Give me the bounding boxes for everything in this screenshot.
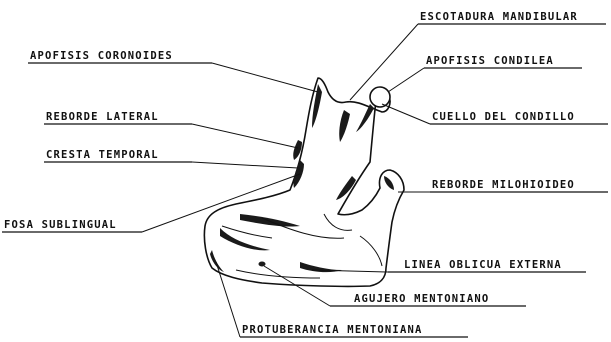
leader-apofisis-condilea [388,68,424,92]
leader-apofisis-coronoides [212,63,318,92]
leader-reborde-lateral [192,124,298,148]
label-reborde-lateral: REBORDE LATERAL [46,111,159,123]
label-reborde-milohioideo: REBORDE MILOHIOIDEO [432,179,575,191]
label-apofisis-coronoides: APOFISIS CORONOIDES [30,50,173,62]
leader-cuello-del-condillo [382,104,430,124]
condyle-head [370,87,390,107]
label-escotadura-mandibular: ESCOTADURA MANDIBULAR [420,11,578,23]
label-linea-oblicua-externa: LINEA OBLICUA EXTERNA [404,259,562,271]
mandible-outline [204,78,404,286]
label-cresta-temporal: CRESTA TEMPORAL [46,149,159,161]
label-agujero-mentoniano: AGUJERO MENTONIANO [354,293,489,305]
label-apofisis-condilea: APOFISIS CONDILEA [426,55,554,67]
label-protuberancia-mentoniana: PROTUBERANCIA MENTONIANA [242,324,423,336]
label-fosa-sublingual: FOSA SUBLINGUAL [4,219,117,231]
label-cuello-del-condillo: CUELLO DEL CONDILLO [432,111,575,123]
leader-cresta-temporal [192,162,298,168]
mandible-illustration [204,78,404,286]
